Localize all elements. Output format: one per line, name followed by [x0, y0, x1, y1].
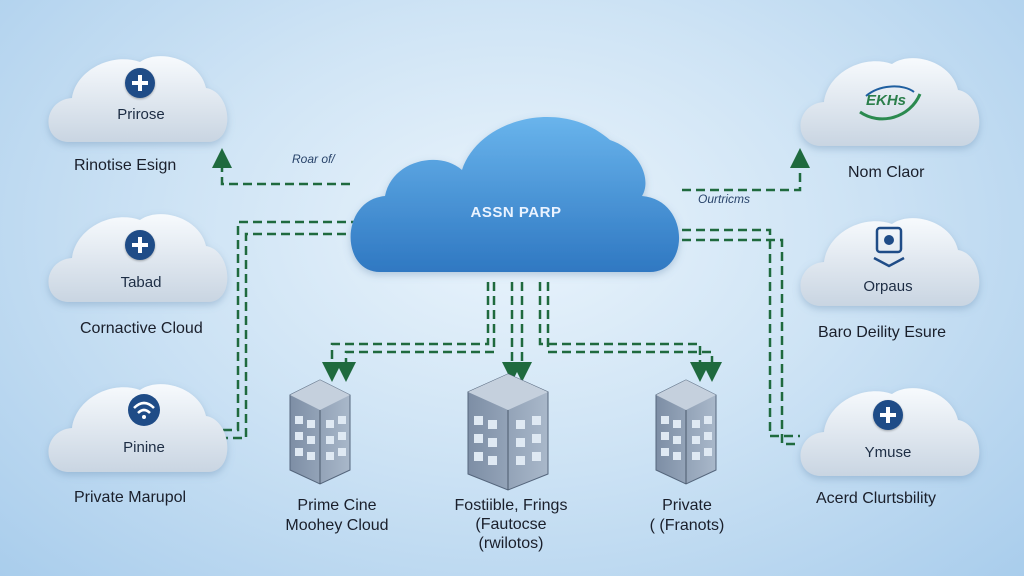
plus-icon: [873, 400, 903, 430]
center-cloud[interactable]: [350, 116, 680, 272]
right-cloud-1-logo-text: EKHs: [866, 92, 907, 109]
building-1-caption-line: Prime Cine: [297, 497, 377, 514]
left-cloud-3-label: Pinine: [123, 439, 165, 456]
building-3-caption-line: ( (Franots): [649, 517, 725, 534]
building-2-caption: Fostiible, Frings (Fautocse (rwilotos): [436, 496, 586, 553]
left-cloud-1[interactable]: [48, 56, 228, 142]
left-cloud-2-caption: Cornactive Cloud: [80, 320, 203, 337]
building-1[interactable]: [289, 379, 351, 485]
plus-icon: [125, 230, 155, 260]
building-2-caption-line: (Fautocse: [475, 516, 547, 533]
right-cloud-3-label: Ymuse: [864, 444, 912, 461]
left-cloud-2-label: Tabad: [120, 274, 162, 291]
connector-lines: [212, 148, 810, 446]
right-connector-note: Ourtricms: [698, 192, 750, 206]
wifi-icon: [128, 394, 160, 426]
building-2-caption-line: (rwilotos): [478, 535, 544, 552]
building-2[interactable]: [467, 373, 549, 491]
right-cloud-3-caption: Acerd Clurtsbility: [816, 490, 937, 507]
left-cloud-1-label: Prirose: [117, 106, 165, 123]
center-cloud-title: ASSN PARP: [470, 204, 562, 221]
left-cloud-1-caption: Rinotise Esign: [74, 157, 177, 174]
right-cloud-3[interactable]: [800, 388, 980, 476]
building-1-caption-line: Moohey Cloud: [285, 517, 389, 534]
left-cloud-3-caption: Private Marupol: [74, 489, 187, 506]
building-2-caption-line: Fostiible, Frings: [454, 497, 568, 514]
right-cloud-1[interactable]: [800, 58, 980, 146]
right-cloud-2-label: Orpaus: [863, 278, 913, 295]
building-3-caption-line: Private: [662, 497, 712, 514]
right-cloud-1-caption: Nom Claor: [848, 164, 925, 181]
left-connector-note: Roar of/: [292, 152, 335, 166]
building-3-caption: Private ( (Franots): [612, 496, 762, 536]
right-cloud-2[interactable]: [800, 218, 980, 306]
plus-icon: [125, 68, 155, 98]
building-3[interactable]: [655, 379, 717, 485]
shield-icon: [873, 226, 905, 268]
right-cloud-2-caption: Baro Deility Esure: [818, 324, 947, 341]
left-cloud-3[interactable]: [48, 384, 228, 472]
swoosh-logo-icon: [859, 85, 922, 121]
building-1-caption: Prime Cine Moohey Cloud: [262, 496, 412, 536]
